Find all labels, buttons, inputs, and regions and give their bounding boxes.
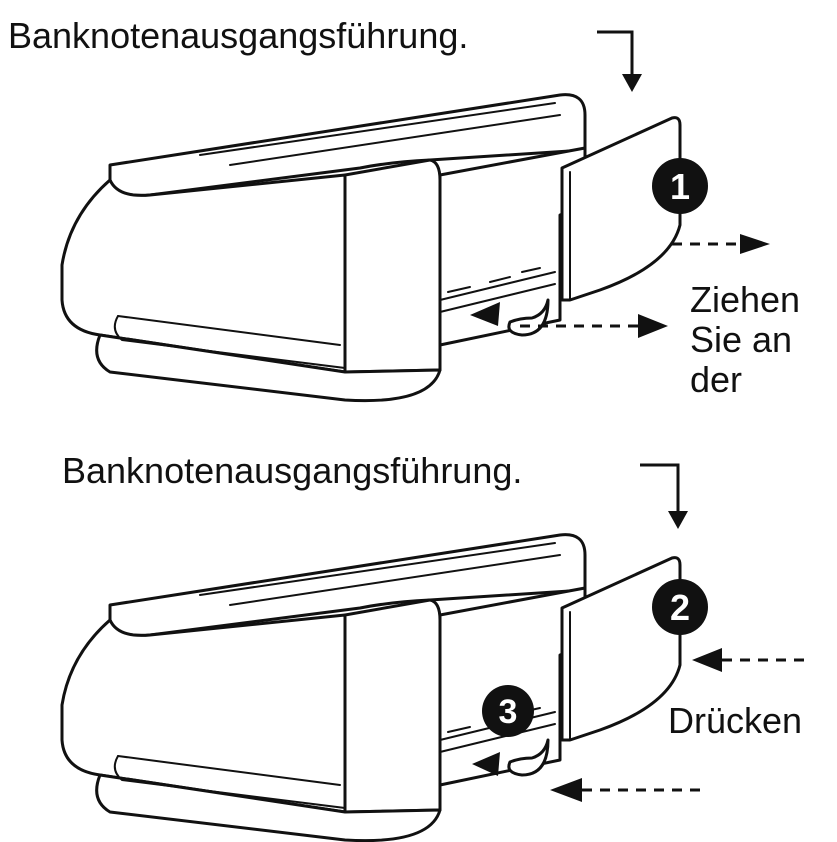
action-text-line-3: der: [690, 359, 742, 400]
callout-arrowhead-top: [622, 74, 642, 92]
panel-bottom: Banknotenausgangsführung. 2 3 Drücken: [60, 450, 810, 842]
pull-arrow-left: [470, 302, 500, 326]
panel-top: Banknotenausgangsführung. 1 Ziehen Sie a…: [8, 15, 800, 403]
step-badge-2: 2: [652, 579, 708, 635]
bill-validator-top: [60, 93, 682, 403]
pull-arrow-lower: [520, 314, 668, 338]
svg-text:1: 1: [670, 166, 690, 207]
svg-text:3: 3: [499, 693, 518, 731]
svg-text:2: 2: [670, 587, 690, 628]
bill-validator-bottom: [60, 533, 682, 842]
step-badge-3: 3: [482, 685, 534, 737]
action-text-line-1: Ziehen: [690, 279, 800, 320]
label-callout-top: [597, 30, 634, 78]
callout-arrowhead-bottom: [668, 511, 688, 529]
push-arrow-left: [472, 752, 500, 776]
step-badge-1: 1: [652, 158, 708, 214]
push-arrow-upper: [692, 648, 810, 672]
pull-arrow-upper: [672, 234, 770, 254]
guide-label-top: Banknotenausgangsführung.: [8, 15, 468, 56]
action-text-bottom: Drücken: [668, 700, 802, 741]
guide-label-bottom: Banknotenausgangsführung.: [62, 450, 522, 491]
label-callout-bottom: [640, 463, 680, 515]
action-text-line-2: Sie an: [690, 319, 792, 360]
push-arrow-lower: [550, 778, 700, 802]
